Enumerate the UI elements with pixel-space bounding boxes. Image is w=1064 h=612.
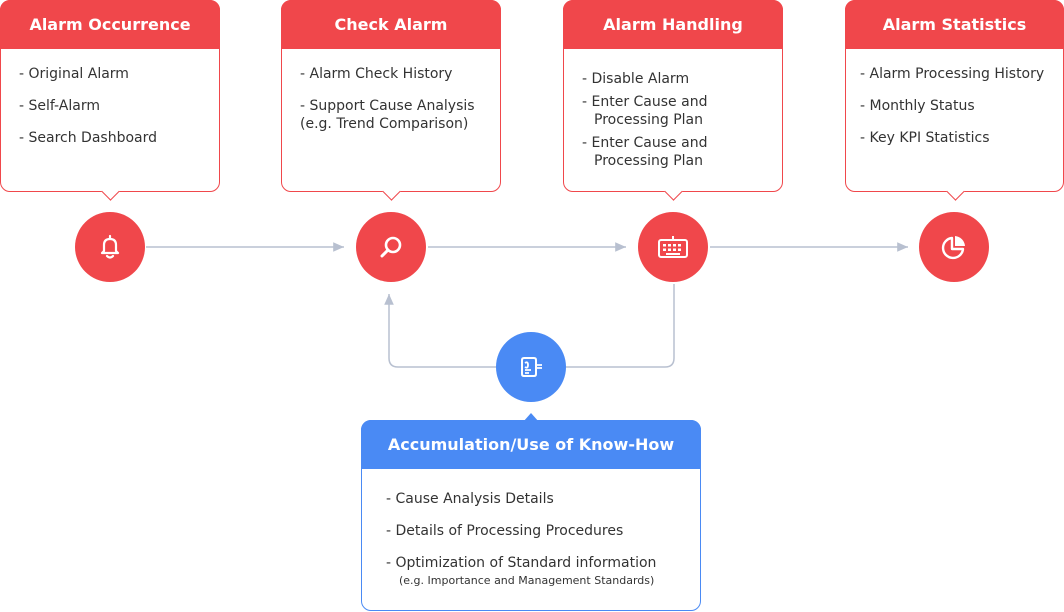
knowhow-title: Accumulation/Use of Know-How xyxy=(361,420,701,469)
step-item: - Alarm Check History xyxy=(300,66,453,82)
step-title: Alarm Statistics xyxy=(845,0,1064,49)
step-item-continued: Processing Plan xyxy=(594,112,703,128)
step-item: - Enter Cause and xyxy=(582,135,708,151)
knowhow-item: - Details of Processing Procedures xyxy=(386,523,624,539)
step-card-check-alarm: Check Alarm - Alarm Check History - Supp… xyxy=(281,0,501,201)
step-item: - Search Dashboard xyxy=(19,130,158,146)
knowhow-card: Accumulation/Use of Know-How - Cause Ana… xyxy=(361,413,701,611)
step-node-alarm-handling xyxy=(638,212,708,282)
step-title: Check Alarm xyxy=(281,0,501,49)
knowledge-icon xyxy=(521,357,542,377)
step-node-check-alarm xyxy=(356,212,426,282)
step-item: - Monthly Status xyxy=(860,98,975,114)
step-item: - Enter Cause and xyxy=(582,94,708,110)
step-title: Alarm Handling xyxy=(563,0,783,49)
knowhow-note: (e.g. Importance and Management Standard… xyxy=(399,574,655,587)
step-item: - Disable Alarm xyxy=(582,71,690,87)
step-title: Alarm Occurrence xyxy=(0,0,220,49)
step-item-continued: Processing Plan xyxy=(594,153,703,169)
step-item: - Key KPI Statistics xyxy=(860,130,990,146)
bell-icon xyxy=(100,234,120,259)
step-item: - Original Alarm xyxy=(19,66,129,82)
card-pointer xyxy=(523,413,539,422)
step-node-alarm-occurrence xyxy=(75,212,145,282)
knowhow-item: - Cause Analysis Details xyxy=(386,491,554,507)
pie-chart-icon xyxy=(941,236,965,260)
knowhow-item: - Optimization of Standard information xyxy=(386,555,657,571)
step-item: - Self-Alarm xyxy=(19,98,100,114)
step-card-alarm-handling: Alarm Handling - Disable Alarm - Enter C… xyxy=(563,0,783,201)
step-card-alarm-statistics: Alarm Statistics - Alarm Processing Hist… xyxy=(845,0,1064,201)
step-item: - Support Cause Analysis xyxy=(300,98,475,114)
step-item: - Alarm Processing History xyxy=(860,66,1045,82)
search-icon xyxy=(380,236,402,258)
keyboard-icon xyxy=(658,236,688,258)
step-item-note: (e.g. Trend Comparison) xyxy=(300,116,469,132)
step-card-alarm-occurrence: Alarm Occurrence - Original Alarm - Self… xyxy=(0,0,220,201)
step-node-knowhow xyxy=(496,332,566,402)
step-node-alarm-statistics xyxy=(919,212,989,282)
